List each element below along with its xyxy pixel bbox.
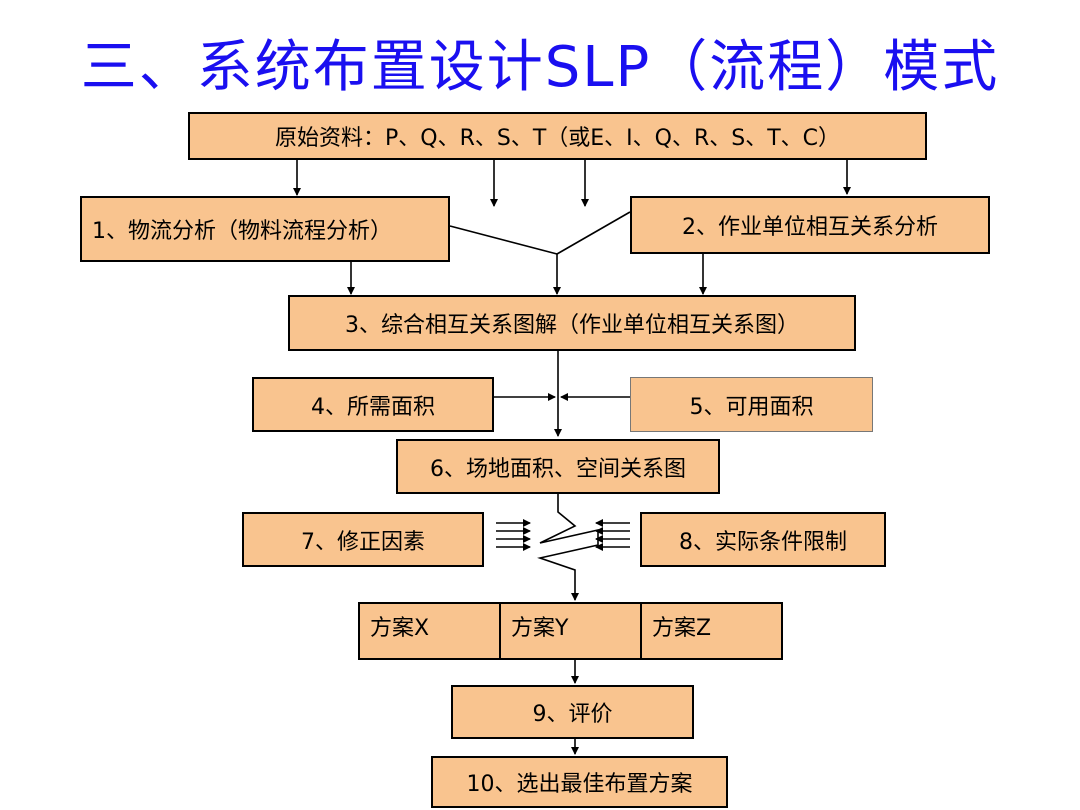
step-4-label: 4、所需面积 (311, 394, 435, 420)
step-3-label: 3、综合相互关系图解（作业单位相互关系图） (345, 313, 799, 338)
zigzag-connector (537, 494, 599, 601)
merge-s2-to-s3 (556, 211, 631, 255)
plan-z-box: 方案Z (640, 602, 783, 660)
plan-x-box: 方案X (358, 602, 501, 660)
step-9-label: 9、评价 (532, 702, 613, 727)
step-5-available-area-box: 5、可用面积 (630, 377, 873, 432)
step-9-evaluation-box: 9、评价 (451, 685, 694, 739)
source-data-box: 原始资料：P、Q、R、S、T（或E、I、Q、R、S、T、C） (188, 112, 927, 160)
step-10-best-plan-box: 10、选出最佳布置方案 (431, 756, 728, 808)
step-3-combined-relationship-box: 3、综合相互关系图解（作业单位相互关系图） (288, 295, 856, 351)
step-10-label: 10、选出最佳布置方案 (466, 772, 693, 797)
step-6-label: 6、场地面积、空间关系图 (430, 456, 686, 482)
step-4-required-area-box: 4、所需面积 (252, 377, 494, 432)
step-1-label: 1、物流分析（物料流程分析） (92, 219, 392, 244)
source-data-label: 原始资料：P、Q、R、S、T（或E、I、Q、R、S、T、C） (274, 126, 841, 151)
plan-z-label: 方案Z (652, 616, 712, 641)
step-7-label: 7、修正因素 (301, 529, 425, 555)
step-8-practical-constraints-box: 8、实际条件限制 (640, 512, 886, 567)
step-8-label: 8、实际条件限制 (679, 529, 847, 555)
plan-y-box: 方案Y (499, 602, 642, 660)
plan-y-label: 方案Y (511, 616, 569, 641)
plan-x-label: 方案X (370, 616, 430, 641)
step-2-label: 2、作业单位相互关系分析 (682, 215, 938, 240)
page-title: 三、系统布置设计SLP（流程）模式 (80, 35, 1000, 100)
step-1-material-flow-box: 1、物流分析（物料流程分析） (80, 196, 450, 262)
step-5-label: 5、可用面积 (689, 394, 814, 420)
step-2-activity-relationship-box: 2、作业单位相互关系分析 (630, 196, 990, 254)
merge-s1-to-s3 (449, 225, 558, 255)
step-7-modifying-factors-box: 7、修正因素 (242, 512, 484, 567)
step-6-space-relationship-box: 6、场地面积、空间关系图 (396, 439, 720, 494)
